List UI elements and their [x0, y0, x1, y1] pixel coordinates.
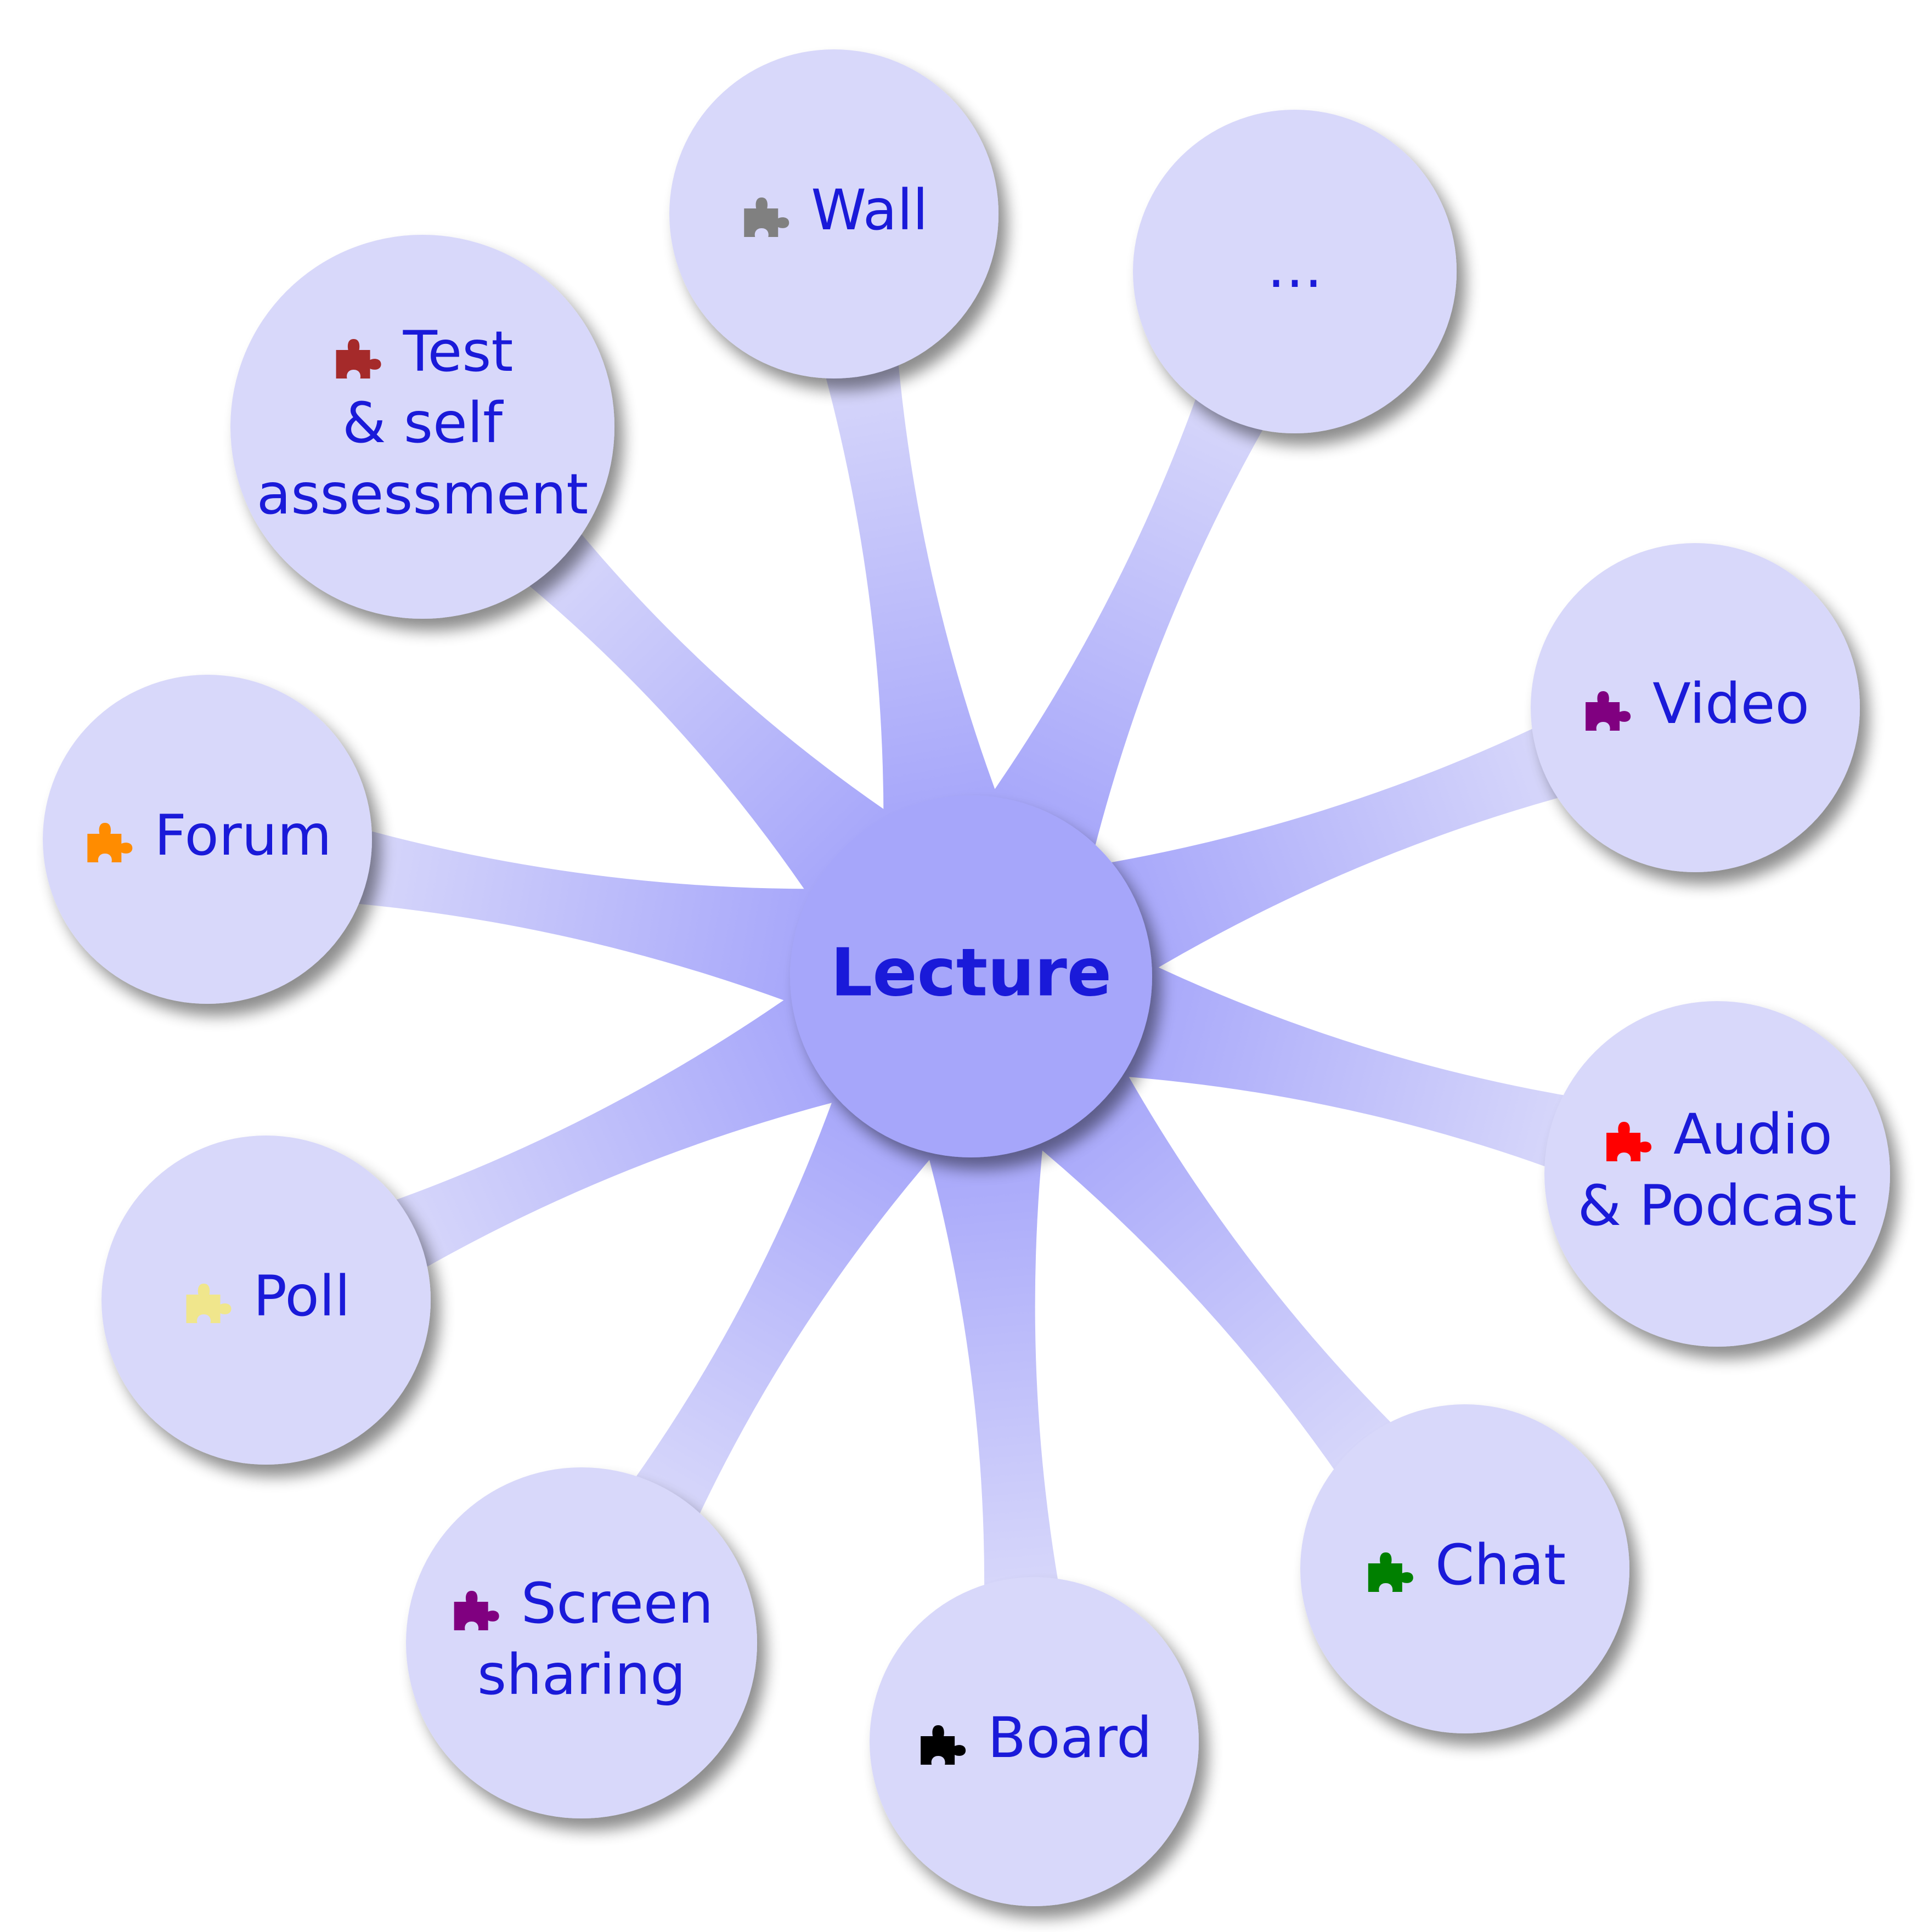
node-circle: [1300, 1404, 1629, 1733]
node-label: assessment: [257, 462, 589, 527]
node-label: Poll: [253, 1264, 351, 1329]
connector-forum: [341, 827, 826, 1008]
connector-screen-sharing: [625, 1083, 943, 1530]
node-label: Forum: [154, 803, 331, 868]
node-label: Chat: [1435, 1533, 1566, 1598]
connector-test-self-assessment: [515, 519, 902, 907]
node-audio-podcast: Audio& Podcast: [1544, 1001, 1890, 1347]
node-poll: Poll: [101, 1136, 431, 1465]
center-label: Lecture: [831, 935, 1112, 1012]
node-label: Screen: [521, 1571, 714, 1636]
node-label: Video: [1652, 671, 1809, 737]
connector-poll: [380, 988, 852, 1276]
node-label: & self: [342, 391, 504, 456]
node-label: Test: [403, 319, 514, 385]
node-circle: [669, 49, 999, 379]
node-board: Board: [870, 1577, 1199, 1906]
node-video: Video: [1531, 543, 1860, 872]
connector-wall: [821, 347, 1002, 831]
node-circle: [1133, 110, 1457, 433]
connector-chat: [1026, 1060, 1403, 1484]
node-label: Audio: [1673, 1102, 1832, 1167]
node-circle: [1544, 1001, 1890, 1347]
node-label: Board: [988, 1705, 1152, 1771]
connector-audio-podcast: [1109, 958, 1582, 1173]
node-label: sharing: [477, 1642, 686, 1708]
node-chat: Chat: [1300, 1404, 1629, 1733]
node-wall: Wall: [669, 49, 999, 379]
center-node: Lecture: [790, 795, 1152, 1157]
node-more: …: [1133, 110, 1457, 433]
connector-board: [924, 1129, 1061, 1603]
connector-video: [1099, 721, 1575, 978]
node-circle: [43, 675, 372, 1004]
node-circle: [101, 1136, 431, 1465]
node-forum: Forum: [43, 675, 372, 1004]
node-circle: [1531, 543, 1860, 872]
connector-more: [983, 382, 1272, 857]
node-circle: [870, 1577, 1199, 1906]
node-label: & Podcast: [1578, 1173, 1857, 1239]
connectors: [341, 347, 1582, 1603]
node-label: Wall: [811, 178, 928, 243]
center-circle: [790, 795, 1152, 1157]
node-label: …: [1267, 235, 1323, 301]
node-circle: [230, 235, 614, 619]
node-circle: [406, 1467, 757, 1818]
